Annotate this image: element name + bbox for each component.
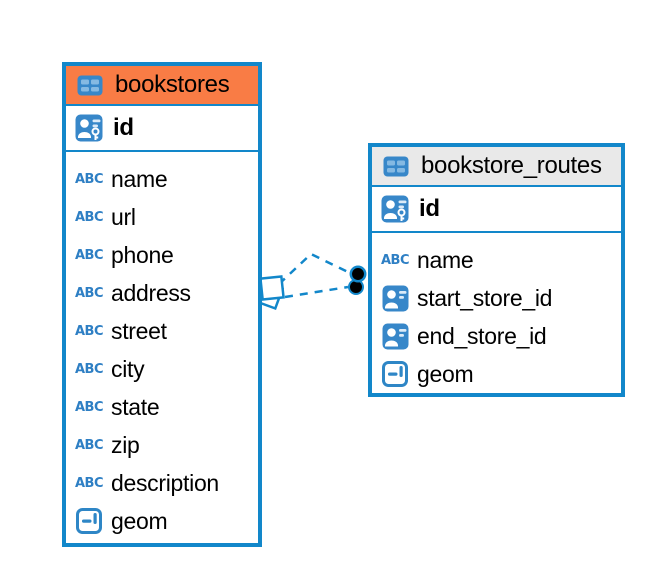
primary-key-icon: [73, 114, 105, 142]
column-row[interactable]: ABC street: [73, 312, 251, 350]
entity-header[interactable]: bookstores: [66, 66, 258, 106]
table-icon: [380, 156, 412, 177]
relation-line[interactable]: [284, 285, 349, 299]
text-type-icon: ABC: [74, 399, 104, 415]
text-type-icon: ABC: [74, 171, 104, 187]
column-name: state: [111, 393, 160, 420]
entity-header[interactable]: bookstore_routes: [372, 147, 621, 187]
column-name: id: [419, 195, 440, 222]
column-name: address: [111, 279, 191, 306]
column-row[interactable]: ABC url: [73, 198, 251, 236]
column-name: geom: [417, 360, 474, 387]
text-type-icon: ABC: [74, 437, 104, 453]
foreign-key-id-icon: [379, 323, 411, 350]
column-name: phone: [111, 241, 174, 268]
relation-line[interactable]: [278, 252, 353, 285]
text-type-icon: ABC: [74, 323, 104, 339]
geometry-type-icon: [379, 361, 411, 387]
table-title: bookstore_routes: [421, 152, 602, 179]
column-row-id[interactable]: id: [66, 106, 258, 152]
table-icon: [74, 75, 106, 96]
column-row[interactable]: start_store_id: [379, 279, 614, 317]
geometry-type-icon: [73, 508, 105, 534]
text-type-icon: ABC: [74, 209, 104, 225]
entity-bookstores[interactable]: bookstores id ABC name ABC url: [62, 62, 262, 547]
text-type-icon: ABC: [74, 285, 104, 301]
column-row[interactable]: ABC name: [73, 160, 251, 198]
column-name: name: [111, 165, 168, 192]
foreign-key-id-icon: [379, 285, 411, 312]
text-type-icon: ABC: [74, 361, 104, 377]
column-row[interactable]: ABC name: [379, 241, 614, 279]
primary-key-icon: [379, 195, 411, 223]
column-row[interactable]: geom: [379, 355, 614, 393]
column-row[interactable]: ABC address: [73, 274, 251, 312]
table-title: bookstores: [115, 71, 230, 98]
text-type-icon: ABC: [74, 247, 104, 263]
text-type-icon: ABC: [380, 252, 410, 268]
column-row[interactable]: ABC phone: [73, 236, 251, 274]
relation-endpoint-circles-icon[interactable]: [348, 265, 367, 295]
column-row[interactable]: geom: [73, 502, 251, 540]
column-name: geom: [111, 507, 168, 534]
column-row[interactable]: ABC city: [73, 350, 251, 388]
column-row[interactable]: ABC state: [73, 388, 251, 426]
column-row[interactable]: end_store_id: [379, 317, 614, 355]
column-name: description: [111, 469, 219, 496]
column-name: start_store_id: [417, 284, 553, 311]
column-name: street: [111, 317, 167, 344]
column-name: city: [111, 355, 145, 382]
column-name: id: [113, 114, 134, 141]
column-row[interactable]: ABC zip: [73, 426, 251, 464]
text-type-icon: ABC: [74, 475, 104, 491]
column-name: end_store_id: [417, 322, 547, 349]
column-name: name: [417, 246, 474, 273]
column-row-id[interactable]: id: [372, 187, 621, 233]
column-name: zip: [111, 431, 140, 458]
column-name: url: [111, 203, 136, 230]
column-row[interactable]: ABC description: [73, 464, 251, 502]
entity-bookstore-routes[interactable]: bookstore_routes id ABC name: [368, 143, 625, 397]
